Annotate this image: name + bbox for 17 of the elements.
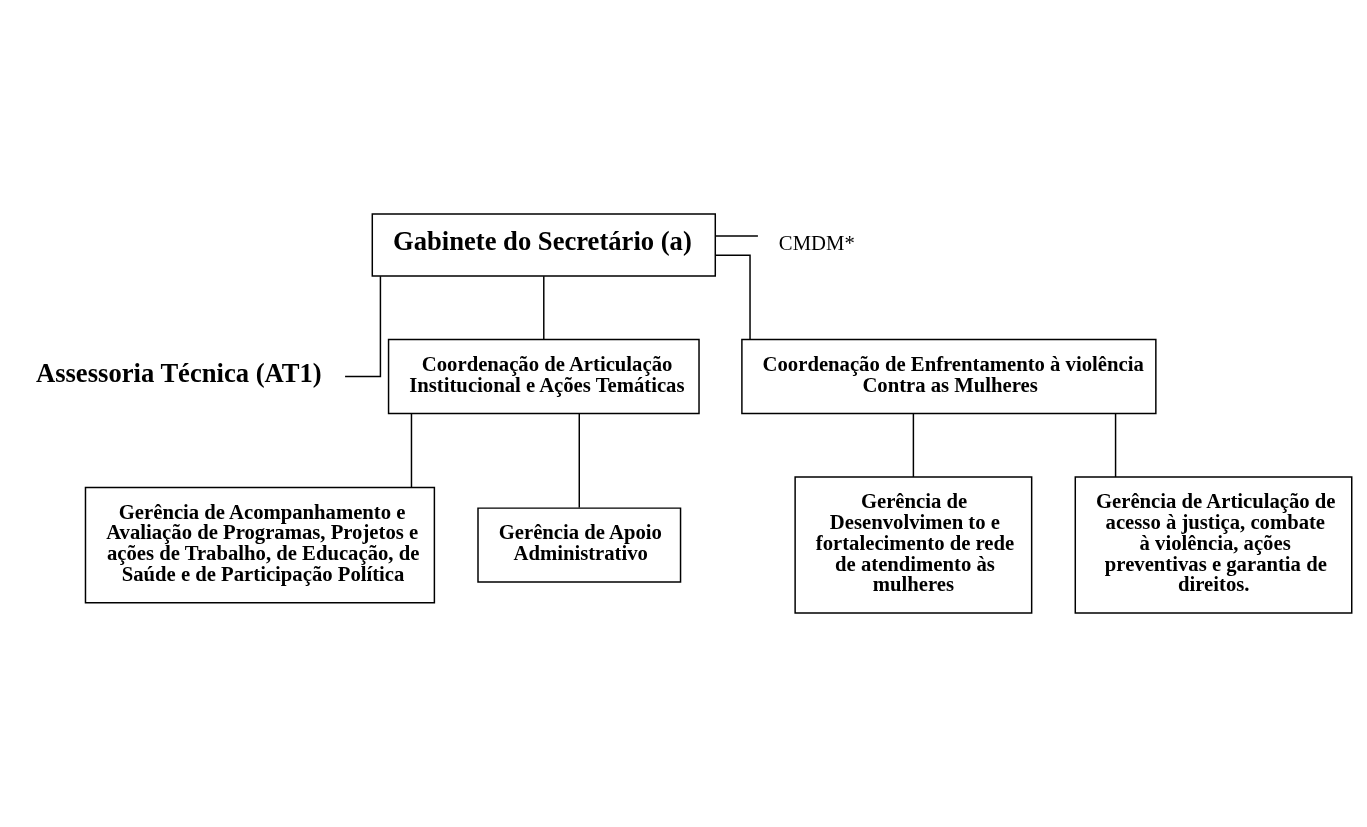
connector <box>344 275 382 378</box>
node-box: Gerência de Apoio Administrativo <box>477 507 682 583</box>
connector <box>410 412 413 488</box>
node-box: Gabinete do Secretário (a) <box>371 213 717 277</box>
node-box: Gerência de Desenvolvimen to e fortalecimento de rede de atendimento às mulheres <box>794 476 1033 614</box>
node-box: Coordenação de Enfrentamento à violência Contra as Mulheres <box>741 338 1157 415</box>
connector <box>543 275 545 341</box>
node-text: CMDM* <box>778 232 855 255</box>
connector <box>714 235 759 237</box>
connector <box>912 412 915 478</box>
node-box: Coordenação de Articulação Institucional e Ações Temáticas <box>387 338 700 415</box>
node-box: Gerência de Acompanhamento e Avaliação de Programas, Projetos e ações de Trabalho, de Educação, de Saúde e de Participação Política <box>84 486 436 604</box>
connector <box>578 412 580 509</box>
node-text: Assessoria Técnica (AT1) <box>35 357 322 388</box>
connector <box>714 254 751 341</box>
connector <box>1114 412 1117 478</box>
node-box: Gerência de Articulação de acesso à justiça, combate à violência, ações preventivas e garantia de direitos. <box>1074 476 1353 614</box>
